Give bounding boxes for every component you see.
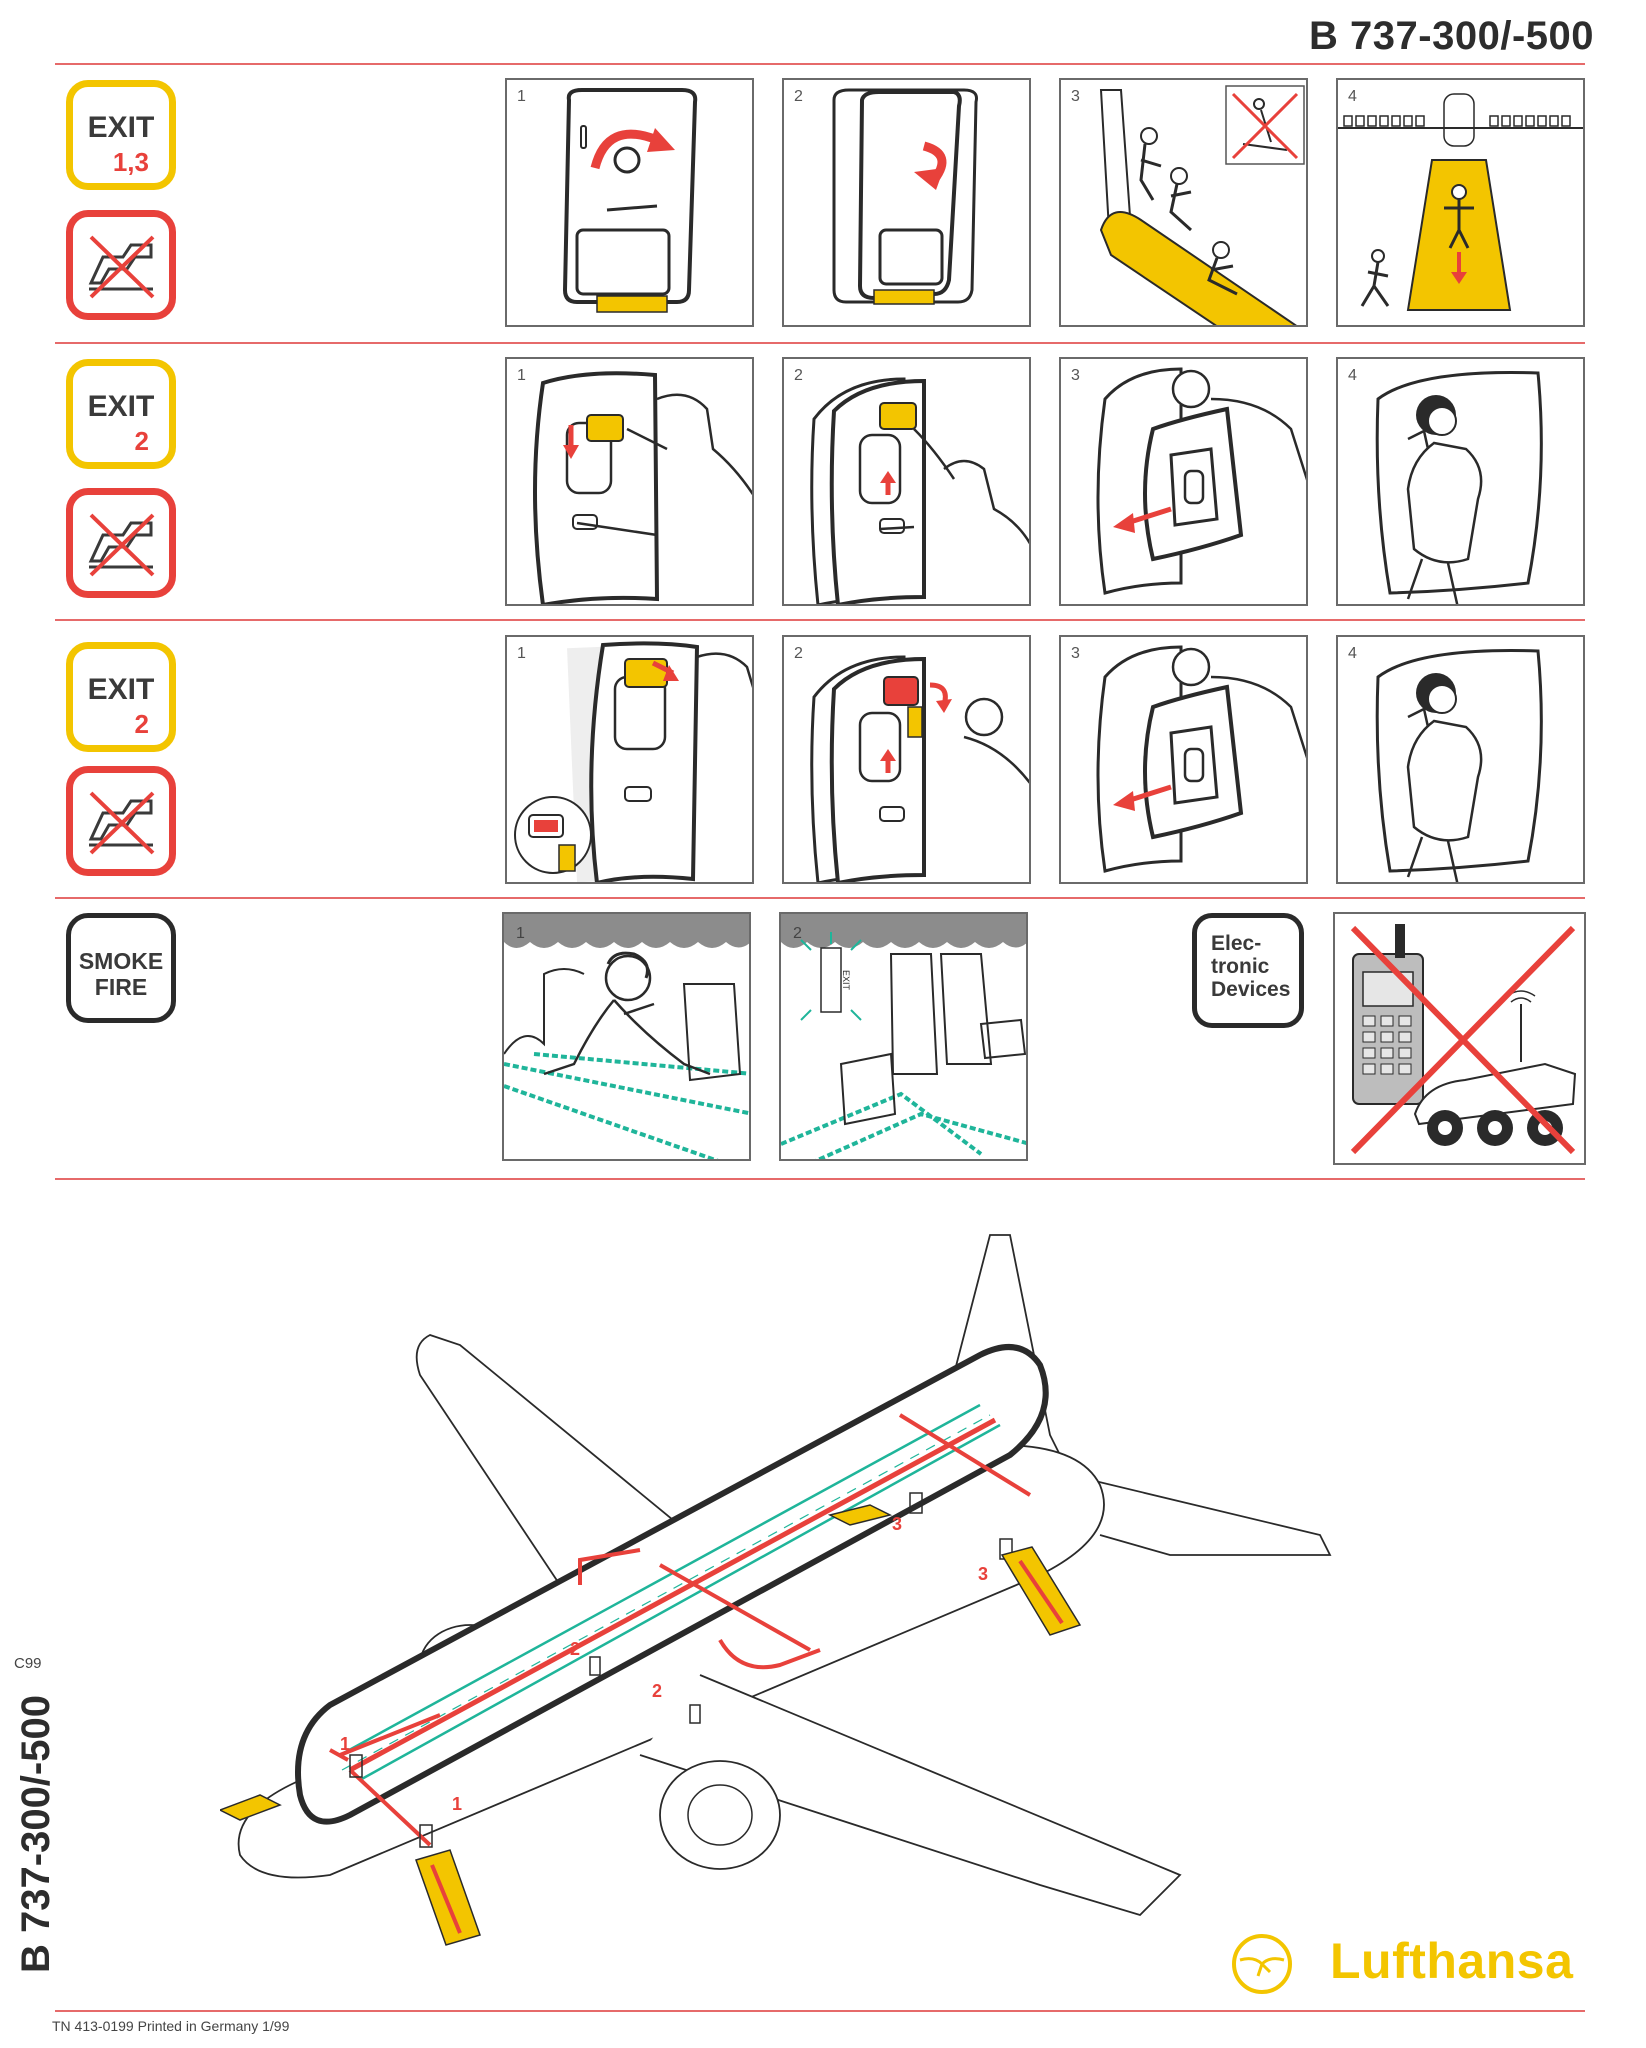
- step-number: 2: [794, 645, 803, 662]
- cabin-cutaway: [295, 1344, 1049, 1825]
- hatch-release-illustration: [810, 377, 1029, 604]
- near-wing: [639, 1674, 1182, 1917]
- exit-2a-step-3-panel: 3: [1059, 357, 1308, 606]
- horizontal-stabilizer: [1069, 1474, 1332, 1556]
- step-number: 2: [794, 88, 803, 105]
- step-number: 4: [1348, 367, 1357, 384]
- side-model-title: B 737-300/-500: [14, 1695, 58, 1973]
- front-slide-near: [415, 1849, 481, 1946]
- no-baggage-icon: [66, 210, 176, 320]
- exit-1-3-step-1-panel: 1: [505, 78, 754, 327]
- aircraft-exit-diagram: 1 1 2 2 3 3: [220, 1234, 1332, 1946]
- slide-evacuation-illustration: [1099, 85, 1305, 325]
- evacuation-route: [348, 1417, 997, 1773]
- electronic-line-3: Devices: [1211, 978, 1291, 1001]
- smoke-step-2-panel: EXIT 2: [779, 912, 1028, 1161]
- diagram-exit-number: 1: [452, 1794, 462, 1814]
- front-slide-far: [220, 1794, 282, 1821]
- step-number: 2: [794, 367, 803, 384]
- climb-out-illustration: [1375, 371, 1543, 604]
- rear-slide-far: [827, 1504, 893, 1526]
- diagram-exit-number: 3: [892, 1514, 902, 1534]
- diagram-exit-number: 1: [340, 1734, 350, 1754]
- divider-row-3: [55, 897, 1585, 899]
- exit-1-3-step-4-panel: 4: [1336, 78, 1585, 327]
- exit-1-3-step-3-panel: 3: [1059, 78, 1308, 327]
- step-number: 4: [1348, 645, 1357, 662]
- step-number: 3: [1071, 367, 1080, 384]
- diagram-exit-number: 3: [978, 1564, 988, 1584]
- diagram-exit-number: 2: [652, 1681, 662, 1701]
- diagram-exit-number: 2: [570, 1639, 580, 1659]
- no-baggage-icon: [66, 766, 176, 876]
- exit-2a-step-1-panel: 1: [505, 357, 754, 606]
- exit-2b-step-1-panel: 1: [505, 635, 754, 884]
- hatch-release-illustration-b: [810, 655, 1029, 882]
- smoke-label: SMOKE: [78, 948, 164, 974]
- print-info: TN 413-0199 Printed in Germany 1/99: [52, 2018, 290, 2034]
- divider-top: [55, 63, 1585, 65]
- divider-row-1: [55, 342, 1585, 344]
- exit-sign-text: EXIT: [841, 970, 851, 991]
- page-title-model: B 737-300/-500: [1309, 14, 1594, 58]
- step-number: 3: [1071, 88, 1080, 105]
- divider-row-2: [55, 619, 1585, 621]
- divider-row-4: [55, 1178, 1585, 1180]
- exit-2b-step-2-panel: 2: [782, 635, 1031, 884]
- no-electronic-devices-panel: [1333, 912, 1586, 1165]
- exit-label: EXIT: [87, 111, 155, 144]
- lufthansa-crane-logo: [1232, 1934, 1292, 1994]
- no-phone-icon: [1350, 924, 1577, 1155]
- exit-2b-step-3-panel: 3: [1059, 635, 1308, 884]
- card-code: C99: [14, 1655, 42, 1672]
- no-baggage-icon: [66, 488, 176, 598]
- door-handle-rotate-illustration: [562, 88, 698, 313]
- brand-wordmark: Lufthansa: [1330, 1933, 1574, 1989]
- step-number: 3: [1071, 645, 1080, 662]
- slide-deployed-illustration: [1338, 93, 1583, 311]
- floor-path-lights: [339, 1403, 1001, 1782]
- electronic-line-2: tronic: [1211, 955, 1270, 978]
- remove-hatch-illustration: [1096, 367, 1306, 595]
- smoke-fire-badge: SMOKE FIRE: [66, 913, 176, 1023]
- door-open-illustration: [832, 88, 978, 305]
- exit-numbers: 1,3: [112, 147, 149, 177]
- fire-label: FIRE: [94, 974, 148, 1000]
- exit-1-3-badge: EXIT 1,3: [66, 80, 176, 190]
- exit-2b-step-4-panel: 4: [1336, 635, 1585, 884]
- step-number: 1: [517, 88, 526, 105]
- crouch-under-smoke-illustration: 1: [504, 914, 749, 1159]
- remove-hatch-illustration-b: [1096, 645, 1306, 873]
- exit-1-3-step-2-panel: 2: [782, 78, 1031, 327]
- floor-path-lighting-illustration: EXIT 2: [781, 914, 1026, 1159]
- step-number: 4: [1348, 88, 1357, 105]
- exit-2-badge-a: EXIT 2: [66, 359, 176, 469]
- exit-2a-step-2-panel: 2: [782, 357, 1031, 606]
- exit-2a-step-4-panel: 4: [1336, 357, 1585, 606]
- exit-numbers: 2: [134, 426, 149, 456]
- step-number: 1: [517, 645, 526, 662]
- exit-label: EXIT: [87, 673, 155, 706]
- step-number: 2: [793, 925, 802, 942]
- climb-out-illustration-b: [1375, 649, 1543, 882]
- exit-2-badge-b: EXIT 2: [66, 642, 176, 752]
- electronic-devices-badge: Elec- tronic Devices: [1192, 913, 1304, 1028]
- pull-handle-illustration: [533, 371, 752, 604]
- divider-bottom: [55, 2010, 1585, 2012]
- step-number: 1: [516, 925, 525, 942]
- smoke-step-1-panel: 1: [502, 912, 751, 1161]
- exit-label: EXIT: [87, 390, 155, 423]
- step-number: 1: [517, 367, 526, 384]
- electronic-line-1: Elec-: [1211, 932, 1262, 955]
- exit-numbers: 2: [134, 709, 149, 739]
- near-engine: [659, 1760, 781, 1870]
- pull-handle-illustration-b: [514, 641, 752, 882]
